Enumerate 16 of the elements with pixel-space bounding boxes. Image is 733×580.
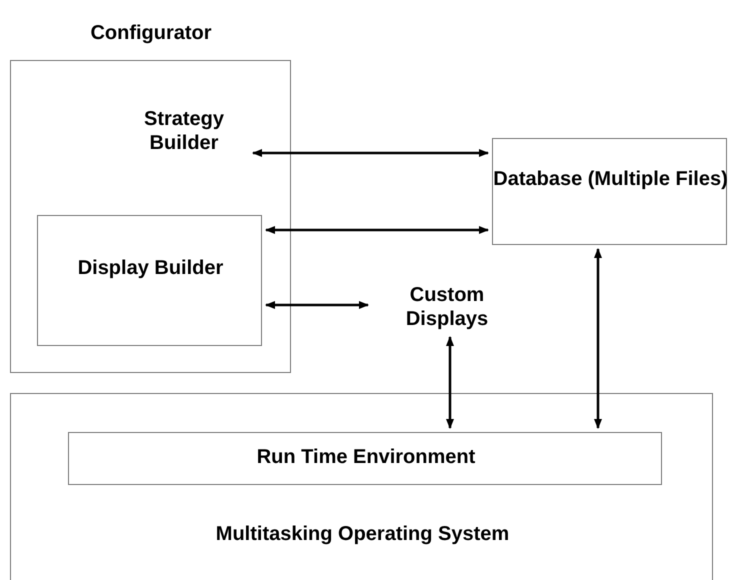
custom-displays-label: Custom Displays bbox=[372, 283, 522, 333]
heading: Configurator bbox=[89, 21, 213, 45]
double-arrow bbox=[446, 336, 454, 429]
box-label: Display Builder bbox=[76, 256, 224, 280]
double-arrow bbox=[265, 226, 489, 234]
display-builder-box bbox=[37, 215, 262, 346]
box-label: Run Time Environment bbox=[256, 445, 476, 469]
run-time-environment-box bbox=[68, 432, 662, 485]
box-label: Multitasking Operating System bbox=[214, 522, 510, 546]
double-arrow bbox=[594, 248, 602, 429]
database-box bbox=[492, 138, 727, 245]
double-arrow bbox=[265, 301, 369, 309]
box-label: Database (Multiple Files) bbox=[493, 167, 728, 191]
double-arrow bbox=[252, 149, 489, 157]
strategy-builder-label: Strategy Builder bbox=[119, 107, 249, 157]
operating-system-box bbox=[10, 393, 713, 580]
